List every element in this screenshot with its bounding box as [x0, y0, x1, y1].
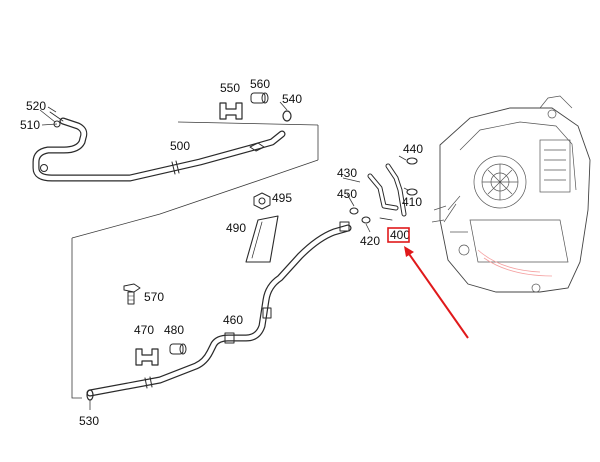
callout-510: 510: [20, 118, 40, 132]
callout-490: 490: [226, 221, 246, 235]
callout-520: 520: [26, 99, 46, 113]
callout-530: 530: [79, 414, 99, 428]
o-ring-420: [361, 216, 371, 224]
bolt-570: [123, 283, 141, 305]
callout-550: 550: [220, 81, 240, 95]
highlight-400: [387, 227, 469, 339]
bushing-560: [250, 92, 269, 104]
o-ring-540: [282, 110, 292, 122]
assembly-frame: [39, 109, 319, 399]
callout-420: 420: [360, 234, 380, 248]
lower-line-460: [86, 221, 352, 397]
callout-540: 540: [282, 92, 302, 106]
callout-460: 460: [223, 313, 243, 327]
arrow-head: [404, 246, 414, 257]
callout-440: 440: [403, 142, 423, 156]
callout-430: 430: [337, 166, 357, 180]
clamp-470: [135, 348, 159, 366]
bushing-480: [169, 343, 187, 355]
callout-labels: 520 510 500 550 560 540 495 490 570 470 …: [20, 77, 423, 428]
callout-400: 400: [390, 228, 410, 242]
nut-495: [253, 192, 271, 210]
callout-495: 495: [272, 191, 292, 205]
hvac-unit: [431, 95, 591, 293]
clamp-550: [219, 102, 243, 120]
o-ring-450: [349, 207, 359, 215]
leader-lines: [41, 101, 409, 410]
o-ring-410: [406, 188, 418, 196]
callout-450: 450: [337, 187, 357, 201]
callout-410: 410: [402, 195, 422, 209]
callout-470: 470: [134, 323, 154, 337]
callout-480: 480: [164, 323, 184, 337]
callout-500: 500: [170, 139, 190, 153]
highlight-box: [387, 227, 410, 243]
upper-line-500: [32, 111, 286, 182]
o-ring-440: [406, 157, 418, 165]
highlight-arrow: [406, 250, 469, 339]
callout-560: 560: [250, 77, 270, 91]
hardware: [86, 92, 418, 401]
shield-490: [245, 215, 279, 263]
callout-570: 570: [144, 290, 164, 304]
